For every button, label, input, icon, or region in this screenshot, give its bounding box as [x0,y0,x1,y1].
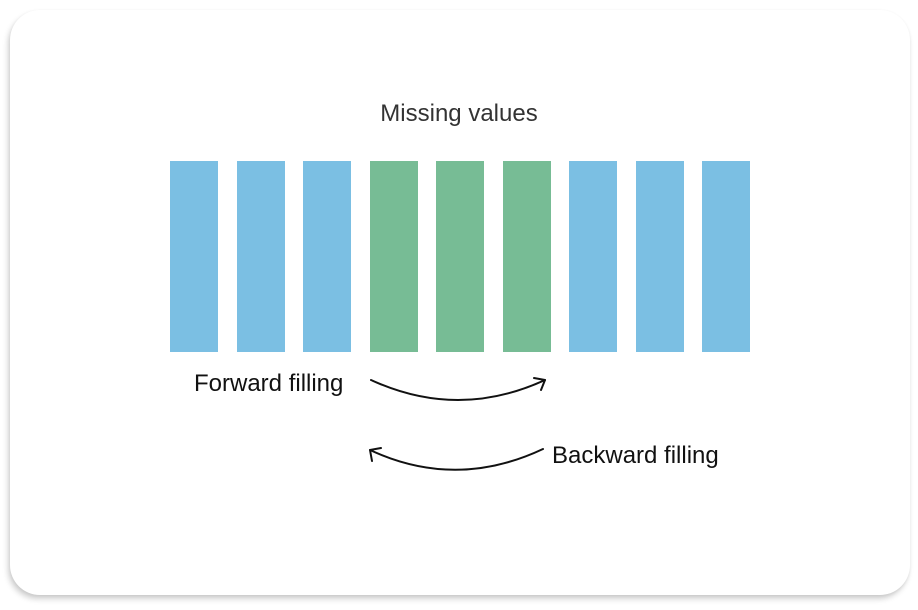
bar-missing [370,161,418,352]
bar-missing [436,161,484,352]
bar-present [303,161,351,352]
bar-present [636,161,684,352]
bar-missing [503,161,551,352]
backward-filling-label: Backward filling [552,442,719,469]
bar-present [170,161,218,352]
bar-present [702,161,750,352]
bar-present [237,161,285,352]
diagram-title: Missing values [380,100,538,127]
forward-filling-label: Forward filling [194,370,344,397]
bar-present [569,161,617,352]
